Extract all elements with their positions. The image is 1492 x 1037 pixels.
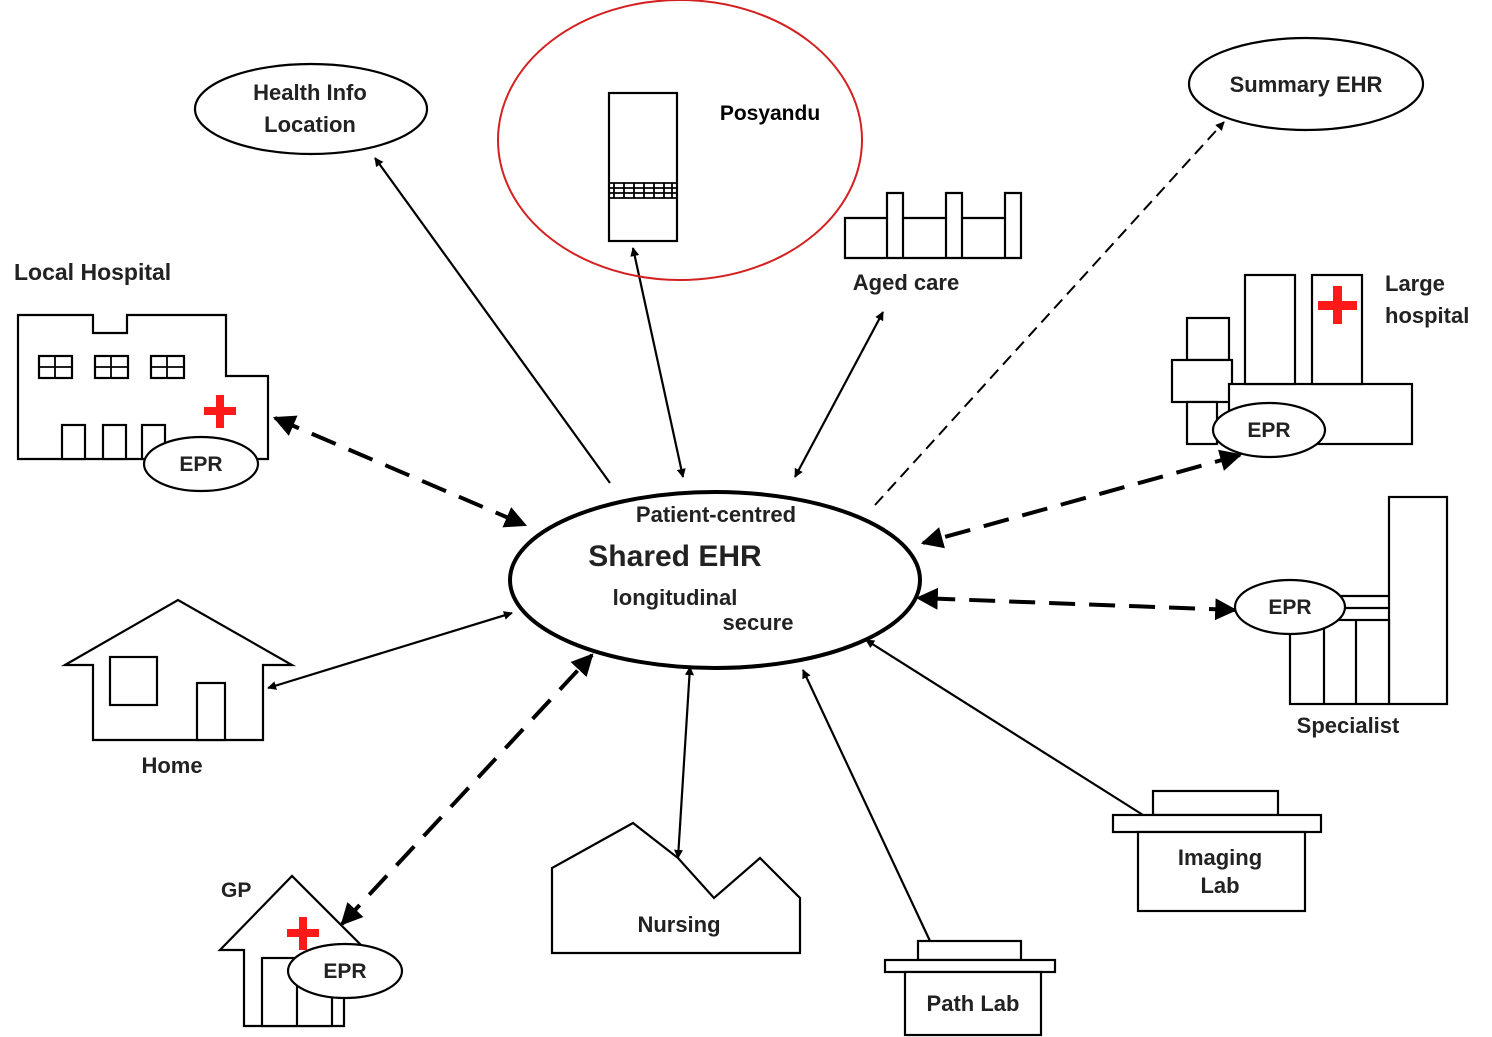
health-info-location-node: Health Info Location (193, 62, 429, 156)
nursing-label: Nursing (637, 912, 720, 937)
connector-nursing (674, 666, 694, 859)
local-hospital-epr-ellipse (142, 435, 260, 493)
local-hospital-node: Local Hospital EPR (14, 259, 270, 493)
large-hospital-label-line1: Large (1385, 271, 1445, 296)
gp-epr-label: EPR (323, 960, 366, 983)
specialist-epr-ellipse (1233, 578, 1347, 636)
nursing-building-icon (550, 821, 802, 955)
health-info-label-line2: Location (264, 112, 356, 137)
posyandu-highlight-circle (497, 0, 863, 281)
center-label-patient-centred: Patient-centred (636, 502, 796, 527)
imaging-lab-bench-icon (1111, 813, 1323, 834)
posyandu-node: Posyandu (497, 0, 863, 281)
imaging-lab-label-line2: Lab (1200, 873, 1239, 898)
home-label: Home (141, 753, 202, 778)
local-hospital-epr-label: EPR (179, 453, 222, 476)
posyandu-label: Posyandu (720, 102, 820, 125)
imaging-lab-node: Imaging Lab (1111, 789, 1323, 913)
aged-care-node: Aged care (843, 191, 1023, 295)
specialist-label: Specialist (1297, 713, 1400, 738)
center-label-longitudinal: longitudinal (613, 585, 738, 610)
path-lab-bench-icon (883, 958, 1057, 974)
large-hospital-epr-label: EPR (1247, 419, 1290, 442)
shared-ehr-node: Patient-centred Shared EHR longitudinal … (508, 490, 922, 670)
aged-care-building-icon (843, 191, 1023, 260)
center-label-shared-ehr: Shared EHR (588, 540, 762, 573)
connector-posyandu (630, 247, 686, 478)
connector-gp (340, 653, 594, 926)
shared-ehr-ellipse (508, 490, 922, 670)
gp-cross-icon (287, 917, 319, 950)
local-hospital-windows (37, 354, 186, 380)
path-lab-node: Path Lab (883, 939, 1057, 1037)
connector-specialist (915, 587, 1238, 621)
path-lab-label: Path Lab (927, 991, 1020, 1016)
connector-local-hospital (272, 415, 528, 528)
health-info-ellipse (193, 62, 429, 156)
imaging-lab-label-line1: Imaging (1178, 845, 1262, 870)
specialist-epr-label: EPR (1268, 596, 1311, 619)
connectors (267, 121, 1243, 942)
posyandu-building-icon (607, 91, 679, 243)
gp-label: GP (221, 879, 251, 902)
large-hospital-epr-ellipse (1211, 401, 1327, 459)
home-node: Home (60, 598, 297, 778)
connector-summary-ehr (874, 121, 1225, 506)
local-hospital-label: Local Hospital (14, 259, 171, 285)
connector-path-lab (802, 669, 931, 942)
large-hospital-node: Large hospital EPR (1170, 271, 1469, 459)
aged-care-label: Aged care (853, 270, 959, 295)
home-window (108, 655, 159, 707)
connector-health-info (374, 157, 611, 484)
nursing-node: Nursing (550, 821, 802, 955)
health-info-label-line1: Health Info (253, 80, 367, 105)
connector-large-hospital (920, 449, 1243, 549)
home-building-icon (60, 598, 297, 742)
connector-aged-care (794, 311, 884, 478)
gp-node: GP EPR (217, 874, 404, 1028)
specialist-node: EPR Specialist (1233, 495, 1449, 738)
center-label-secure: secure (723, 610, 794, 635)
local-hospital-cross-icon (204, 395, 236, 428)
summary-ehr-ellipse (1187, 36, 1425, 132)
connector-home (267, 611, 513, 690)
summary-ehr-label: Summary EHR (1230, 72, 1383, 97)
summary-ehr-node: Summary EHR (1187, 36, 1425, 132)
large-hospital-cross-icon (1318, 286, 1357, 324)
connector-imaging-lab (865, 639, 1144, 816)
specialist-building-icon (1387, 495, 1449, 706)
gp-epr-ellipse (286, 942, 404, 1000)
home-door (195, 681, 227, 742)
large-hospital-label-line2: hospital (1385, 303, 1469, 328)
